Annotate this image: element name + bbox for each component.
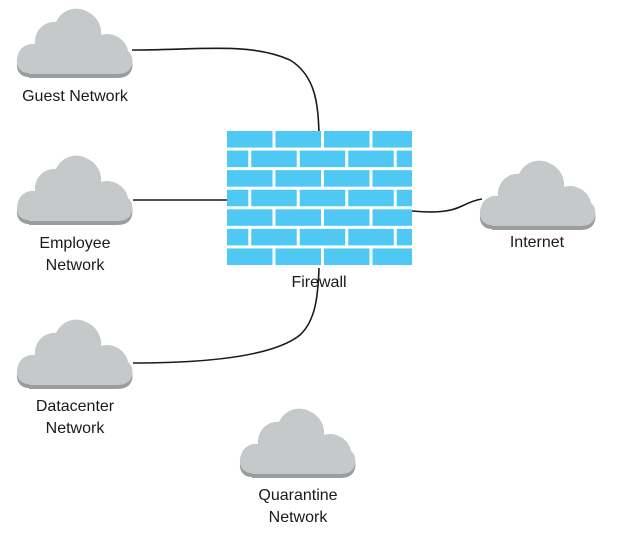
label-datacenter-line2: Network bbox=[45, 420, 105, 437]
firewall-brick bbox=[227, 150, 249, 168]
cloud-internet bbox=[479, 160, 596, 230]
firewall-brick bbox=[372, 248, 412, 265]
firewall-brick bbox=[372, 170, 412, 187]
firewall-brick bbox=[251, 228, 297, 246]
firewall-icon bbox=[227, 131, 412, 268]
cloud-quarantine-network bbox=[239, 408, 356, 478]
connection-datacenter-firewall bbox=[132, 267, 320, 364]
label-quarantine-network: Quarantine Network bbox=[223, 485, 373, 529]
firewall-brick bbox=[299, 150, 346, 168]
firewall-brick bbox=[348, 228, 394, 246]
label-firewall-text: Firewall bbox=[291, 274, 347, 291]
label-internet-text: Internet bbox=[509, 234, 565, 251]
firewall-brick bbox=[275, 170, 321, 187]
cloud-employee-network bbox=[16, 155, 133, 225]
firewall-brick bbox=[396, 228, 412, 246]
label-employee-line2: Network bbox=[45, 257, 105, 274]
firewall-brick bbox=[227, 189, 249, 207]
label-quarantine-line1: Quarantine bbox=[258, 487, 338, 504]
firewall-brick bbox=[227, 228, 249, 246]
connection-guest-firewall bbox=[131, 47, 320, 134]
firewall-brick bbox=[275, 131, 321, 148]
firewall-brick bbox=[348, 189, 394, 207]
firewall-brick bbox=[275, 209, 321, 226]
label-datacenter-network: Datacenter Network bbox=[0, 396, 150, 440]
firewall-brick bbox=[299, 189, 346, 207]
label-firewall: Firewall bbox=[259, 272, 379, 294]
firewall-brick bbox=[227, 131, 273, 148]
firewall-brick bbox=[275, 248, 321, 265]
firewall-brick bbox=[396, 150, 412, 168]
firewall-brick bbox=[227, 170, 273, 187]
cloud-guest-network bbox=[16, 8, 133, 78]
firewall-brick bbox=[372, 131, 412, 148]
label-datacenter-line1: Datacenter bbox=[35, 398, 115, 415]
firewall-brick bbox=[324, 248, 370, 265]
label-guest-network: Guest Network bbox=[0, 86, 150, 108]
firewall-brick bbox=[324, 209, 370, 226]
cloud-datacenter-network bbox=[16, 319, 133, 389]
firewall-brick bbox=[251, 150, 297, 168]
label-guest-network-text: Guest Network bbox=[22, 88, 128, 105]
label-employee-network: Employee Network bbox=[0, 233, 150, 277]
firewall-brick bbox=[372, 209, 412, 226]
label-internet: Internet bbox=[477, 232, 597, 254]
label-quarantine-line2: Network bbox=[268, 509, 328, 526]
connection-firewall-internet bbox=[411, 198, 483, 213]
firewall-brick bbox=[227, 209, 273, 226]
firewall-brick bbox=[324, 170, 370, 187]
firewall-brick bbox=[299, 228, 346, 246]
label-employee-line1: Employee bbox=[39, 235, 111, 252]
connection-lines bbox=[131, 47, 483, 364]
firewall-brick bbox=[227, 248, 273, 265]
firewall-brick bbox=[251, 189, 297, 207]
firewall-brick bbox=[396, 189, 412, 207]
firewall-brick bbox=[324, 131, 370, 148]
firewall-brick bbox=[348, 150, 394, 168]
